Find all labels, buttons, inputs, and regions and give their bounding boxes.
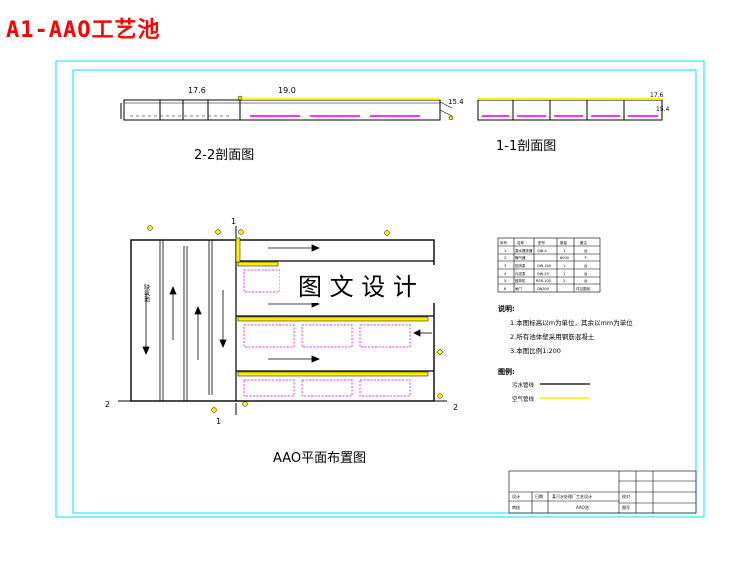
section-1-1: 17.6 15.4 1-1剖面图: [477, 92, 670, 154]
tb-check: 审核: [512, 504, 520, 510]
eq-r1-c4: 个: [584, 255, 588, 260]
tb-design: 设计: [512, 493, 520, 499]
legend-heading: 图例:: [498, 367, 515, 376]
eq-r5-c2: DN300: [537, 287, 549, 291]
section-1-1-title: 1-1剖面图: [496, 139, 556, 154]
tb-date: 日期: [535, 493, 543, 499]
eq-r1-c1: 曝气器: [515, 255, 526, 260]
title-block-text: 设计 日期 审核 某污水处理厂工艺设计 AAO池 校对 图号: [512, 493, 630, 510]
notes-item-2: 3.本图比例1:200: [510, 346, 561, 355]
section-2-2-level-1: 19.0: [278, 86, 296, 95]
tank-outline: [130, 239, 435, 402]
section-mark-bottom-1: 1: [216, 417, 221, 426]
section-1-1-level-1: 15.4: [656, 106, 670, 113]
equipment-table: [497, 237, 601, 293]
title-block: [508, 470, 697, 514]
tb-sheet: 图号: [622, 504, 630, 510]
plan-view: 缺氧池: [105, 217, 458, 466]
equipment-table-text: 序号 名称 型号 数量 备注 1 潜水搅拌器 QJB-4 1 台 2 曝气器 6…: [500, 240, 590, 291]
eq-header-0: 序号: [500, 240, 508, 245]
eq-r0-c2: QJB-4: [537, 249, 547, 253]
eq-r3-c0: 4: [504, 272, 507, 276]
eq-header-1: 名称: [517, 240, 525, 245]
eq-r3-c2: QW-50: [537, 272, 549, 276]
anoxic-tank-label: 缺氧池: [143, 283, 150, 302]
drawing-outer-frame: [55, 60, 705, 518]
eq-r1-c3: 6000: [560, 256, 569, 260]
eq-r4-c0: 5: [504, 279, 506, 283]
eq-r3-c3: 1: [563, 272, 565, 276]
page-title: A1-AAO工艺池: [6, 18, 161, 43]
eq-r4-c1: 鼓风机: [515, 278, 526, 283]
eq-r2-c1: 回流泵: [515, 263, 526, 268]
tb-review: 校对: [622, 493, 630, 499]
tb-project: 某污水处理厂工艺设计: [552, 493, 592, 499]
eq-header-2: 型号: [538, 240, 546, 245]
tb-drawing: AAO池: [576, 504, 589, 510]
section-mark-right-2: 2: [453, 403, 458, 412]
eq-r4-c2: RSR-100: [536, 279, 551, 283]
eq-r3-c1: 污泥泵: [515, 271, 526, 276]
legend-item-1-label: 空气管线: [512, 395, 535, 403]
eq-r2-c4: 台: [584, 263, 588, 268]
eq-r2-c0: 3: [504, 264, 506, 268]
eq-r0-c0: 1: [504, 249, 506, 253]
notes-item-1: 2.所有池体壁采用钢筋混凝土: [510, 332, 595, 341]
notes-heading: 说明:: [498, 304, 515, 313]
eq-r2-c2: QW-100: [537, 264, 551, 268]
eq-r0-c1: 潜水搅拌器: [515, 248, 533, 253]
section-2-2: 17.6 19.0 15.4 2-2剖面图: [120, 86, 464, 163]
notes: 说明: 1.本图标高以m为单位，其余以mm为单位 2.所有池体壁采用钢筋混凝土 …: [498, 304, 633, 355]
legend-item-0-label: 污水管线: [512, 381, 535, 389]
eq-r4-c4: 台: [584, 278, 588, 283]
eq-header-3: 数量: [560, 240, 568, 245]
section-mark-left-2: 2: [105, 400, 110, 409]
watermark-text: 图 文 设 计: [298, 273, 417, 301]
section-2-2-level-2: 15.4: [448, 98, 464, 106]
section-2-2-level-0: 17.6: [188, 86, 206, 95]
section-1-1-level-0: 17.6: [650, 92, 664, 99]
eq-r0-c3: 1: [563, 249, 565, 253]
eq-r0-c4: 台: [584, 248, 588, 253]
eq-r4-c3: 2: [563, 279, 565, 283]
drawing-inner-frame: [72, 69, 697, 514]
eq-r5-c1: 闸门: [515, 286, 523, 291]
plan-title: AAO平面布置图: [273, 451, 366, 466]
section-mark-top-1: 1: [231, 217, 236, 226]
eq-header-4: 备注: [580, 240, 588, 245]
eq-r5-c4: 详见图纸: [576, 286, 590, 291]
notes-item-0: 1.本图标高以m为单位，其余以mm为单位: [510, 318, 633, 327]
eq-r5-c0: 6: [504, 287, 506, 291]
legend: 图例: 污水管线 空气管线: [498, 367, 590, 403]
watermark-box: [280, 265, 446, 303]
eq-r3-c4: 台: [584, 271, 588, 276]
section-2-2-title: 2-2剖面图: [194, 148, 254, 163]
eq-r2-c3: 1: [563, 264, 565, 268]
eq-r1-c0: 2: [504, 256, 506, 260]
